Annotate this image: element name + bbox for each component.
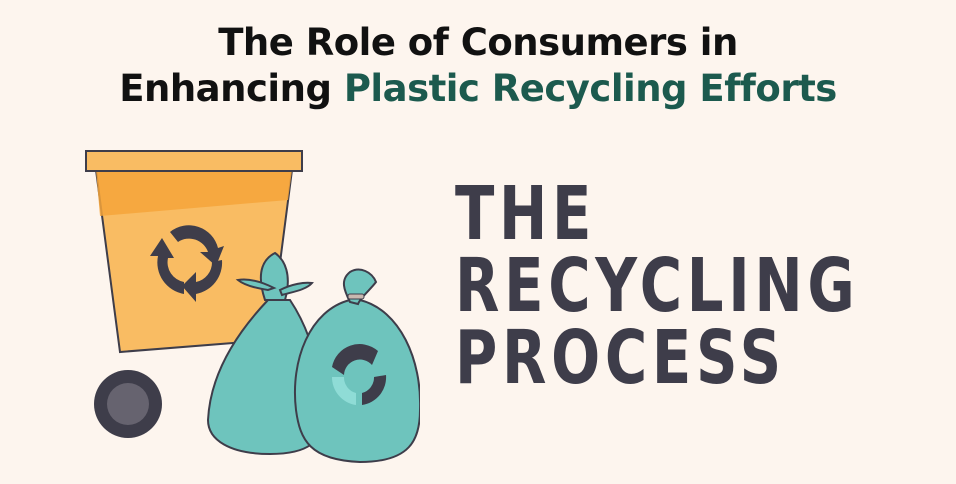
recycling-bin-icon bbox=[85, 150, 303, 438]
heading-line-3: PROCESS bbox=[455, 315, 786, 401]
recycling-process-heading: THE RECYCLING PROCESS bbox=[455, 171, 860, 401]
title-plain-text: Enhancing bbox=[119, 67, 344, 110]
title-line-1: The Role of Consumers in bbox=[218, 21, 738, 64]
title-accent-text: Plastic Recycling Efforts bbox=[343, 67, 837, 110]
heading-line-2: RECYCLING bbox=[455, 243, 860, 329]
heading-line-1: THE bbox=[455, 171, 597, 257]
title-line-2: Enhancing Plastic Recycling Efforts bbox=[0, 66, 956, 112]
recycling-illustration bbox=[85, 150, 420, 464]
recycling-bag-icon bbox=[294, 268, 420, 464]
trash-bag-icon bbox=[206, 251, 324, 456]
page-title: The Role of Consumers in Enhancing Plast… bbox=[0, 20, 956, 112]
